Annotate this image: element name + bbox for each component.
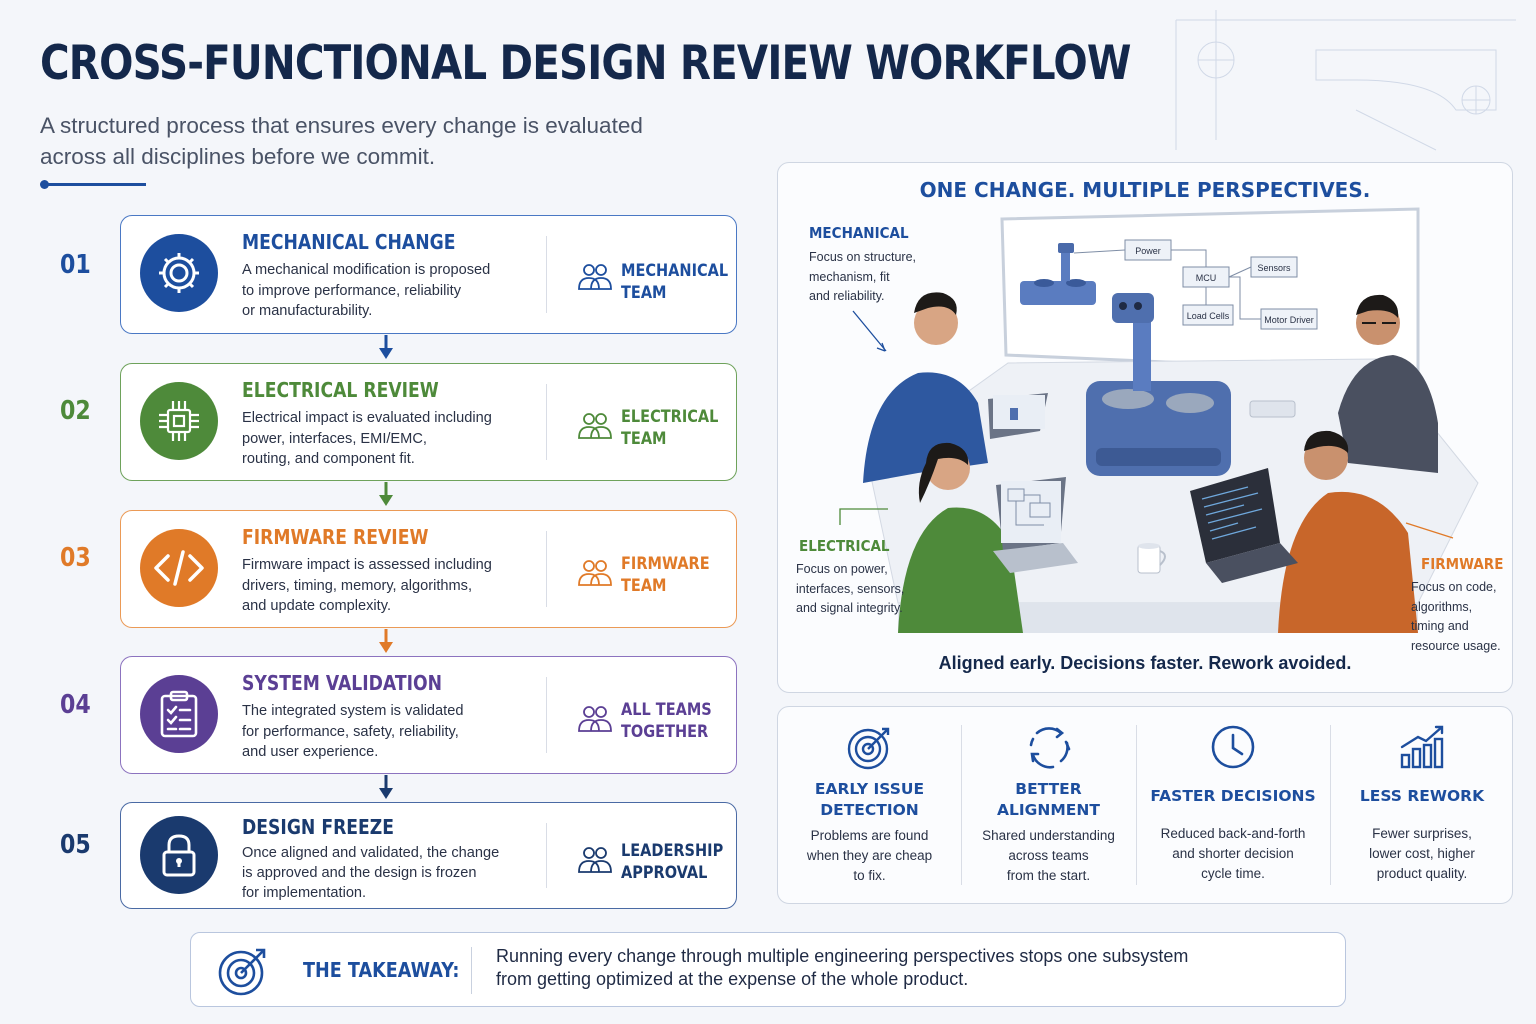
divider <box>546 823 547 888</box>
page-subtitle: A structured process that ensures every … <box>40 113 643 169</box>
team-icon <box>578 847 612 873</box>
step-title: DESIGN FREEZE <box>242 815 395 839</box>
electrical-annotation-text: Focus on power, interfaces, sensors, and… <box>796 562 905 615</box>
electrical-engineer <box>898 442 1078 633</box>
title-underline <box>40 180 146 189</box>
step-description: A mechanical modification is proposed to… <box>242 262 491 319</box>
step-description: The integrated system is validated for p… <box>242 703 464 760</box>
step-description: Once aligned and validated, the change i… <box>242 845 500 901</box>
team-icon <box>578 413 612 439</box>
diagram-label: Sensors <box>1257 263 1291 273</box>
firmware-lead-engineer <box>1249 294 1438 473</box>
step-number: 01 <box>60 250 91 280</box>
step-title: FIRMWARE REVIEW <box>242 525 429 549</box>
step-title: MECHANICAL CHANGE <box>242 230 456 254</box>
diagram-label: Power <box>1135 246 1161 256</box>
page-title: CROSS-FUNCTIONAL DESIGN REVIEW WORKFLOW <box>40 36 1131 91</box>
step-card-system-validation[interactable]: SYSTEM VALIDATION The integrated system … <box>120 656 737 774</box>
diagram-label: Motor Driver <box>1264 315 1314 325</box>
firmware-annotation-title: FIRMWARE <box>1421 555 1504 573</box>
benefit-title: LESS REWORK <box>1359 787 1485 805</box>
takeaway-text: Running every change through multiple en… <box>496 946 1189 989</box>
divider <box>1136 725 1137 885</box>
divider <box>546 677 547 753</box>
team-icon <box>578 264 612 290</box>
step-number: 03 <box>60 543 91 573</box>
perspectives-panel: Power MCU Sensors Load Cells Motor Drive… <box>777 162 1513 693</box>
team-icon <box>578 560 612 586</box>
diagram-label: Load Cells <box>1187 311 1230 321</box>
step-card-mechanical-change[interactable]: MECHANICAL CHANGE A mechanical modificat… <box>120 215 737 334</box>
coffee-mug <box>1137 543 1166 574</box>
benefit-title: FASTER DECISIONS <box>1150 787 1316 805</box>
cycle-arrows-icon <box>1029 727 1070 769</box>
team-icon <box>578 706 612 732</box>
growth-chart-icon <box>1400 725 1444 769</box>
clipboard-check-icon <box>140 675 218 753</box>
firmware-engineer <box>1190 430 1418 633</box>
panel-title: ONE CHANGE. MULTIPLE PERSPECTIVES. <box>919 178 1371 202</box>
clock-icon <box>1211 725 1255 769</box>
step-title: SYSTEM VALIDATION <box>242 671 443 695</box>
arrow-down-icon <box>379 629 393 653</box>
arrow-down-icon <box>379 775 393 799</box>
step-description: Firmware impact is assessed including dr… <box>242 557 492 614</box>
step-number: 02 <box>60 396 91 426</box>
target-icon <box>218 948 266 996</box>
code-icon <box>140 529 218 607</box>
step-number: 05 <box>60 830 91 860</box>
arrow-down-icon <box>379 335 393 359</box>
divider <box>546 384 547 460</box>
panel-footer-tagline: Aligned early. Decisions faster. Rework … <box>938 653 1352 673</box>
lock-icon <box>140 816 218 894</box>
step-description: Electrical impact is evaluated including… <box>242 410 492 467</box>
arrow-down-icon <box>379 482 393 506</box>
diagram-label: MCU <box>1196 273 1217 283</box>
firmware-annotation-text: Focus on code, algorithms, timing and re… <box>1411 580 1501 653</box>
takeaway-label: THE TAKEAWAY: <box>303 958 460 982</box>
product-prototype <box>1086 293 1231 476</box>
gear-icon <box>140 234 218 312</box>
step-card-firmware-review[interactable]: FIRMWARE REVIEW Firmware impact is asses… <box>120 510 737 628</box>
step-card-electrical-review[interactable]: ELECTRICAL REVIEW Electrical impact is e… <box>120 363 737 481</box>
divider <box>546 236 547 313</box>
whiteboard: Power MCU Sensors Load Cells Motor Drive… <box>1000 207 1420 375</box>
benefit-less-rework: LESS REWORK Fewer surprises,lower cost, … <box>1330 707 1514 905</box>
divider <box>546 531 547 607</box>
divider <box>471 947 472 994</box>
chip-icon <box>140 382 218 460</box>
step-title: ELECTRICAL REVIEW <box>242 378 439 402</box>
takeaway-banner: THE TAKEAWAY: Running every change throu… <box>190 932 1346 1007</box>
team-meeting-illustration: Power MCU Sensors Load Cells Motor Drive… <box>839 207 1479 633</box>
mechanical-annotation-title: MECHANICAL <box>809 224 909 242</box>
electrical-annotation-title: ELECTRICAL <box>799 537 890 555</box>
target-icon <box>847 727 889 770</box>
divider <box>1330 725 1331 885</box>
step-card-design-freeze[interactable]: DESIGN FREEZE Once aligned and validated… <box>120 802 737 909</box>
step-number: 04 <box>60 690 91 720</box>
divider <box>961 725 962 885</box>
blueprint-sketch-decoration <box>1175 10 1516 151</box>
mechanical-annotation-text: Focus on structure, mechanism, fit and r… <box>809 250 916 303</box>
